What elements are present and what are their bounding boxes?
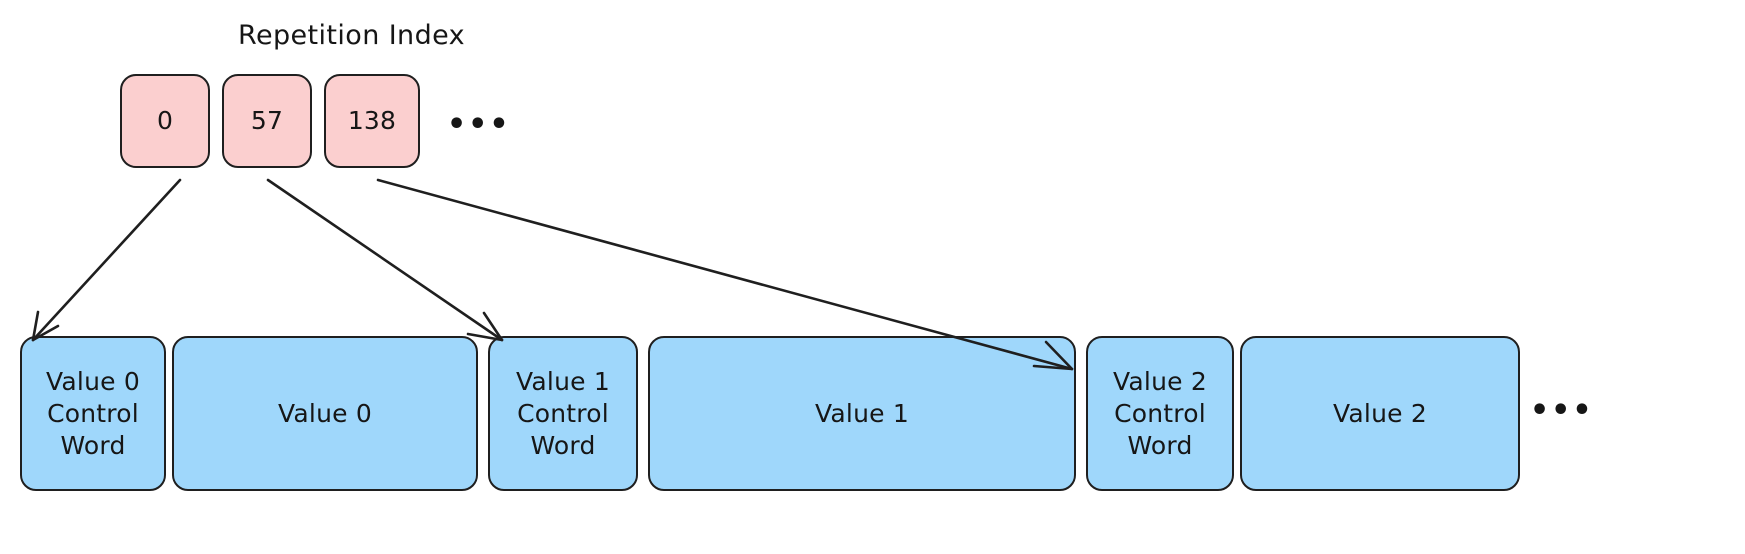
edge-index-0-to-value-0-control-word [31, 178, 182, 342]
payload-row-ellipsis: ••• [1530, 393, 1594, 428]
index-node-57[interactable]: 57 [222, 74, 312, 168]
payload-node-value-1-control-word[interactable]: Value 1 Control Word [488, 336, 638, 491]
edge-index-57-to-value-1-control-word [266, 178, 504, 342]
payload-node-value-2[interactable]: Value 2 [1240, 336, 1520, 491]
index-row-ellipsis: ••• [447, 107, 511, 142]
payload-node-value-0[interactable]: Value 0 [172, 336, 478, 491]
payload-node-value-1[interactable]: Value 1 [648, 336, 1076, 491]
index-node-138[interactable]: 138 [324, 74, 420, 168]
payload-node-value-2-control-word[interactable]: Value 2 Control Word [1086, 336, 1234, 491]
payload-node-value-0-control-word[interactable]: Value 0 Control Word [20, 336, 166, 491]
index-node-0[interactable]: 0 [120, 74, 210, 168]
page-title: Repetition Index [238, 20, 466, 51]
